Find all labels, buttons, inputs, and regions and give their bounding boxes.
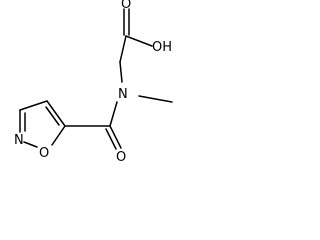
bond-amide-c-o-1 [109, 125, 122, 149]
ring-bond-c5-c4-double [45, 106, 60, 126]
atom-ring-n-label: N [14, 133, 24, 148]
ring-bond-c5-c4 [46, 100, 66, 127]
bond-n-amide-c [109, 101, 118, 127]
atom-amide-carbonyl-o-label: O [116, 150, 126, 165]
bond-ch2-acid-c [119, 35, 127, 63]
ring-bond-o-c5 [51, 125, 66, 146]
bond-acid-c-oh [125, 35, 153, 47]
atom-ring-o-label: O [39, 146, 49, 161]
bond-ch2-n [119, 61, 123, 83]
bond-amide-c-o-2 [105, 128, 117, 150]
atom-amide-n-label: N [118, 87, 128, 102]
molecular-structure: OH O N O N O [14, 0, 173, 165]
ring-bond-c4-c3 [19, 100, 48, 111]
atom-acid-carbonyl-o-label: O [121, 0, 131, 12]
atom-oh-label: OH [152, 40, 172, 55]
ring-bond-n-o [23, 141, 38, 148]
bond-n-methyl [138, 95, 173, 103]
